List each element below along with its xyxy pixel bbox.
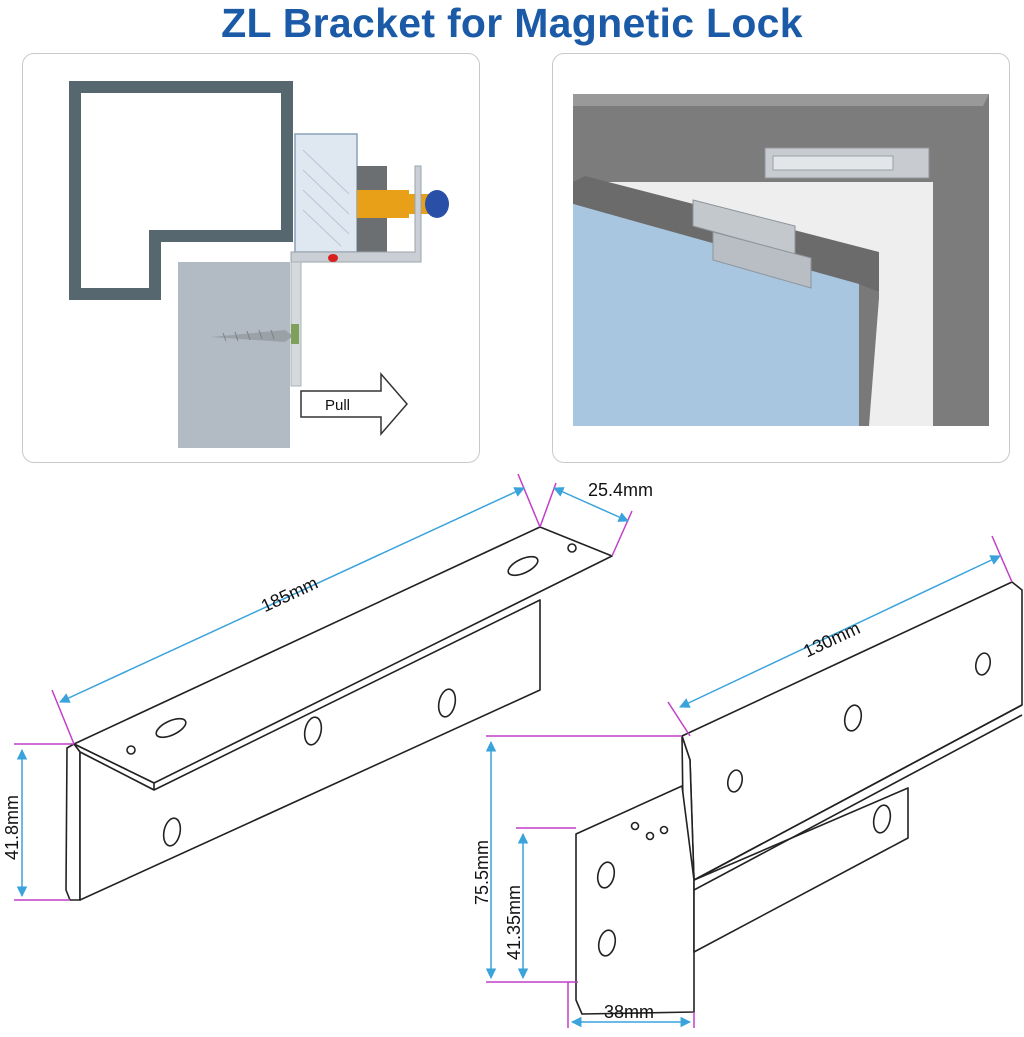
z-width-label: 25.4mm — [588, 480, 653, 500]
l-height-outer-label: 75.5mm — [472, 840, 492, 905]
pull-arrow-icon — [300, 371, 408, 437]
z-bracket-drawing — [65, 526, 613, 901]
mounting-bolt — [357, 190, 409, 218]
l-length-label: 130mm — [800, 618, 863, 661]
door-frame-illustration — [573, 94, 989, 426]
installation-photo-panel — [552, 53, 1010, 463]
pull-label: Pull — [325, 397, 350, 414]
bracket-dimension-drawings: 185mm 25.4mm 41.8mm 130mm 75.5mm 41.35mm… — [0, 462, 1024, 1032]
installation-diagram-panel: Pull — [22, 53, 480, 463]
door-leaf — [178, 262, 290, 448]
l-height-inner-label: 41.35mm — [504, 885, 524, 960]
l-bracket-side — [575, 785, 695, 1015]
installation-cross-section: Pull — [69, 81, 449, 448]
door-glass — [573, 204, 859, 426]
z-height-label: 41.8mm — [2, 795, 22, 860]
dimension-svg: 185mm 25.4mm 41.8mm 130mm 75.5mm 41.35mm… — [2, 473, 1023, 1028]
dimension-lines — [16, 487, 1001, 1028]
l-bracket-drawing — [575, 581, 1023, 1015]
page-title: ZL Bracket for Magnetic Lock — [221, 0, 803, 46]
l-depth-label: 38mm — [604, 1002, 654, 1022]
z-bracket-edge — [65, 743, 81, 901]
rubber-washer — [425, 190, 449, 218]
z-length-label: 185mm — [258, 573, 321, 616]
